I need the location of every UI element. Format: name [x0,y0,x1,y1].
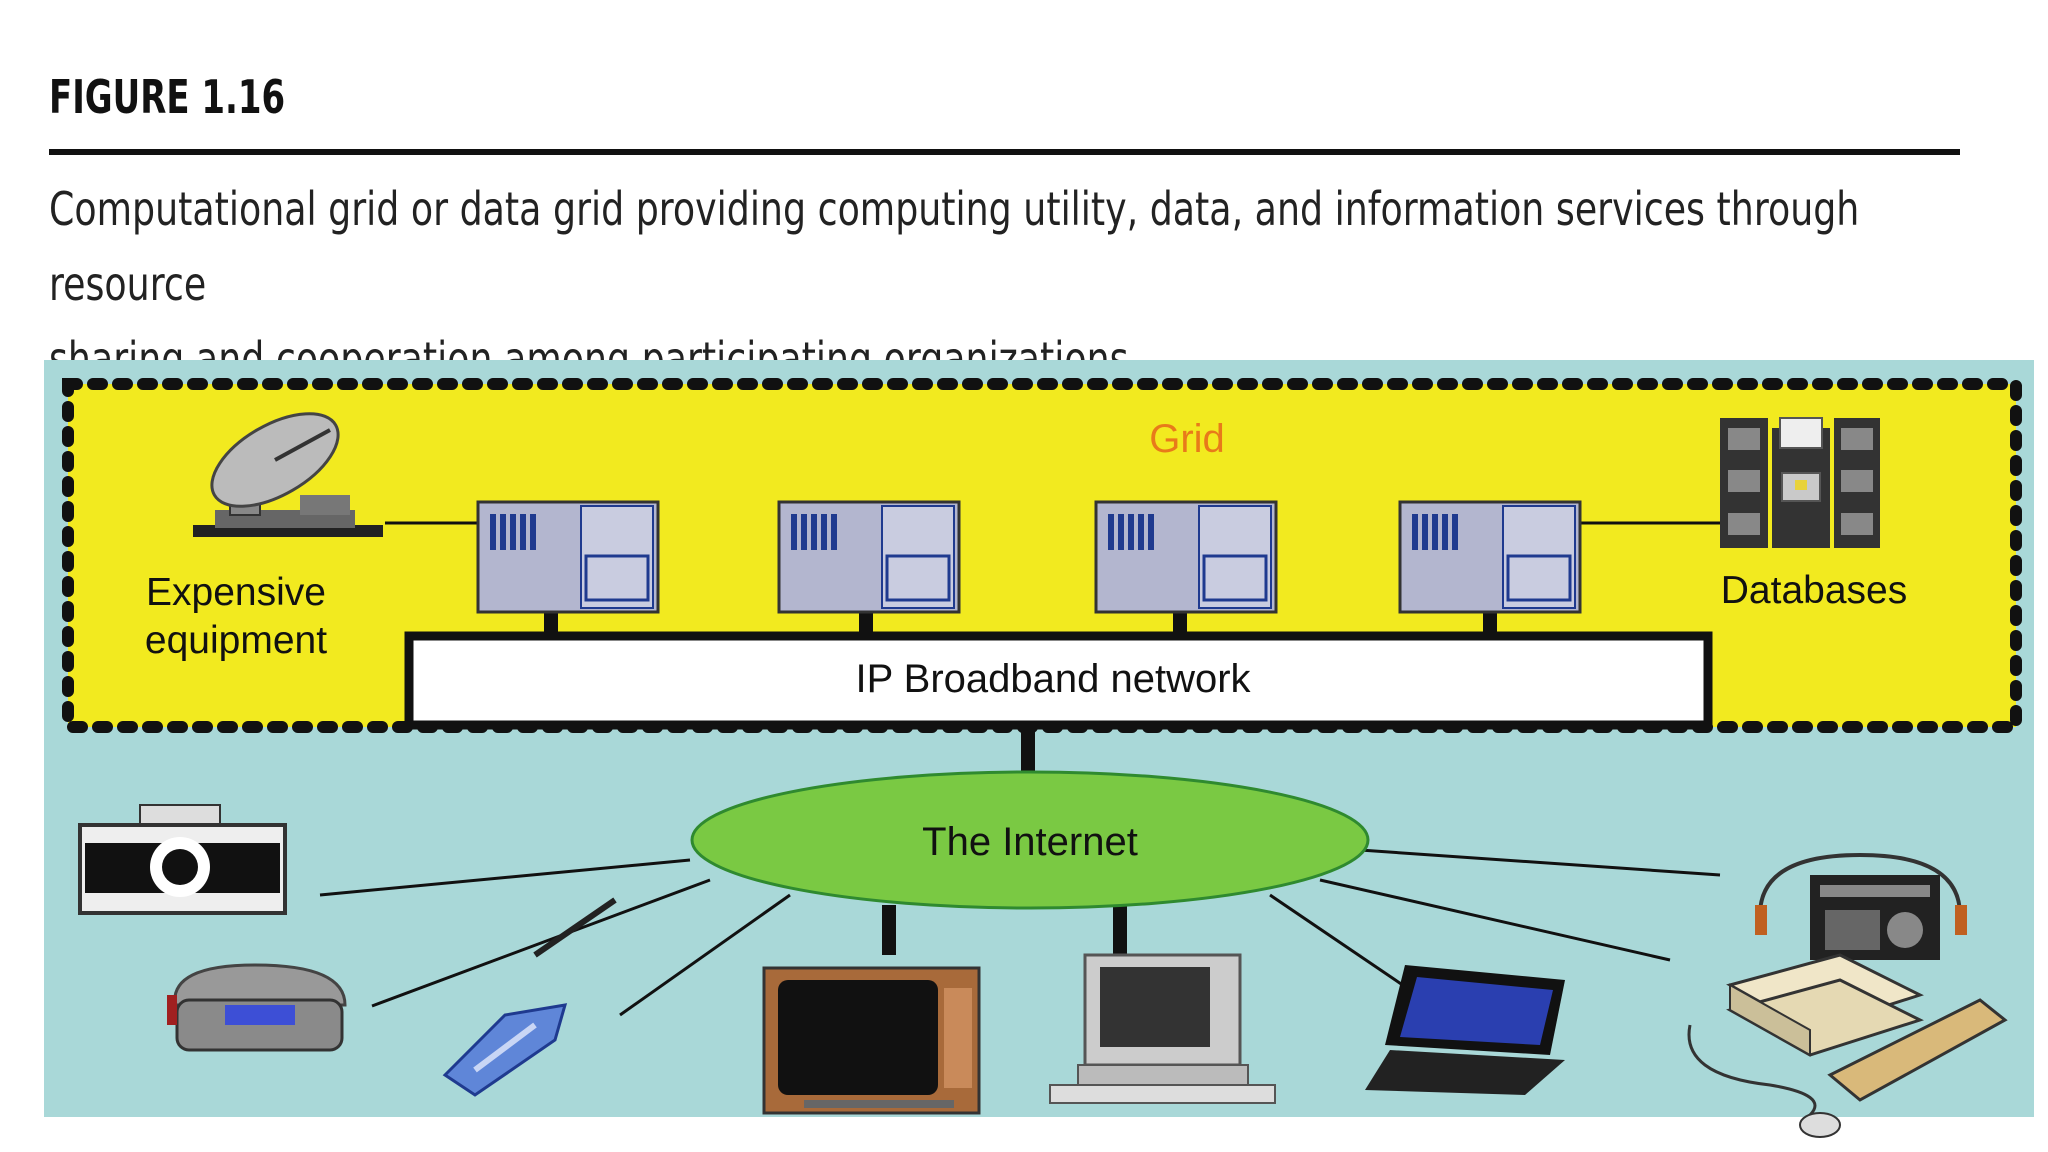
grid-label: Grid [1149,417,1225,461]
server-2 [777,500,961,614]
equipment-label-1: Expensive [146,571,326,614]
satellite-dish-icon [193,412,383,537]
server-1 [476,500,660,614]
workstation-icon [1687,953,2008,1138]
camera-icon [78,804,287,915]
radio-icon [1755,852,1967,960]
caption-line-1: Computational grid or data grid providin… [49,182,1860,311]
figure-label: FIGURE 1.16 [49,70,286,124]
desktop-computer-icon [1049,953,1276,1104]
television-icon [762,966,981,1115]
mobile-phone-icon [442,897,617,1097]
telephone-icon [167,963,347,1052]
equipment-label-2: equipment [145,619,327,662]
internet-connections [319,848,1721,1017]
internet-cloud [690,770,1370,910]
grid-servers [476,500,1582,614]
server-3 [1094,500,1278,614]
laptop-icon [1365,965,1565,1095]
databases-label: Databases [1721,569,1907,612]
database-icon [1720,417,1880,548]
ip-network-label: IP Broadband network [855,657,1251,701]
internet-label: The Internet [922,820,1138,864]
ip-network-bar [404,631,1713,730]
server-4 [1398,500,1582,614]
title-rule [49,149,1960,155]
